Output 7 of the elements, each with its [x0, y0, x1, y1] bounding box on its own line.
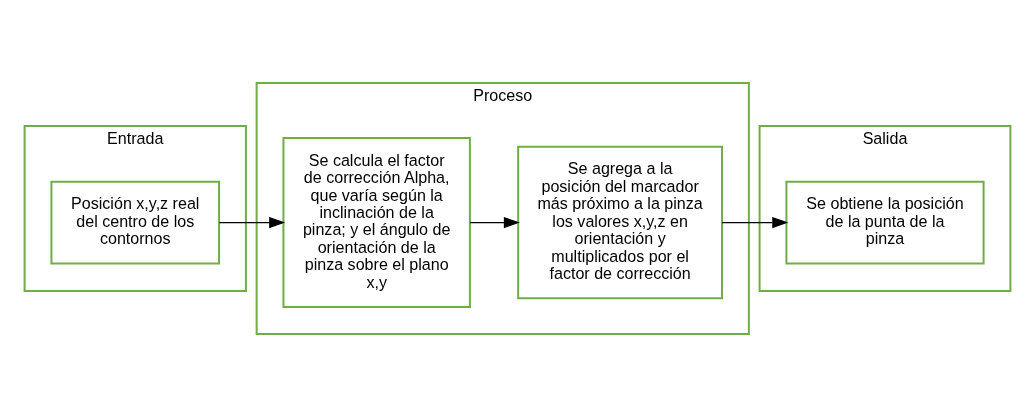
node-box: Se agrega a la posición del marcador más próximo a la pinza los valores x,y,z en orientación y multiplicados por el factor de corrección — [517, 145, 724, 299]
node-box: Posición x,y,z real del centro de los contornos — [50, 180, 221, 264]
arrow — [721, 216, 789, 228]
node-box: Se obtiene la posición de la punta de la pinza — [785, 180, 985, 264]
node-box: Se calcula el factor de corrección Alpha, que varía según la inclinación de la pinza; y el ángulo de orientación de la pinza sobre el plano x,y — [282, 136, 471, 308]
arrow — [469, 216, 520, 228]
arrow — [218, 216, 286, 228]
